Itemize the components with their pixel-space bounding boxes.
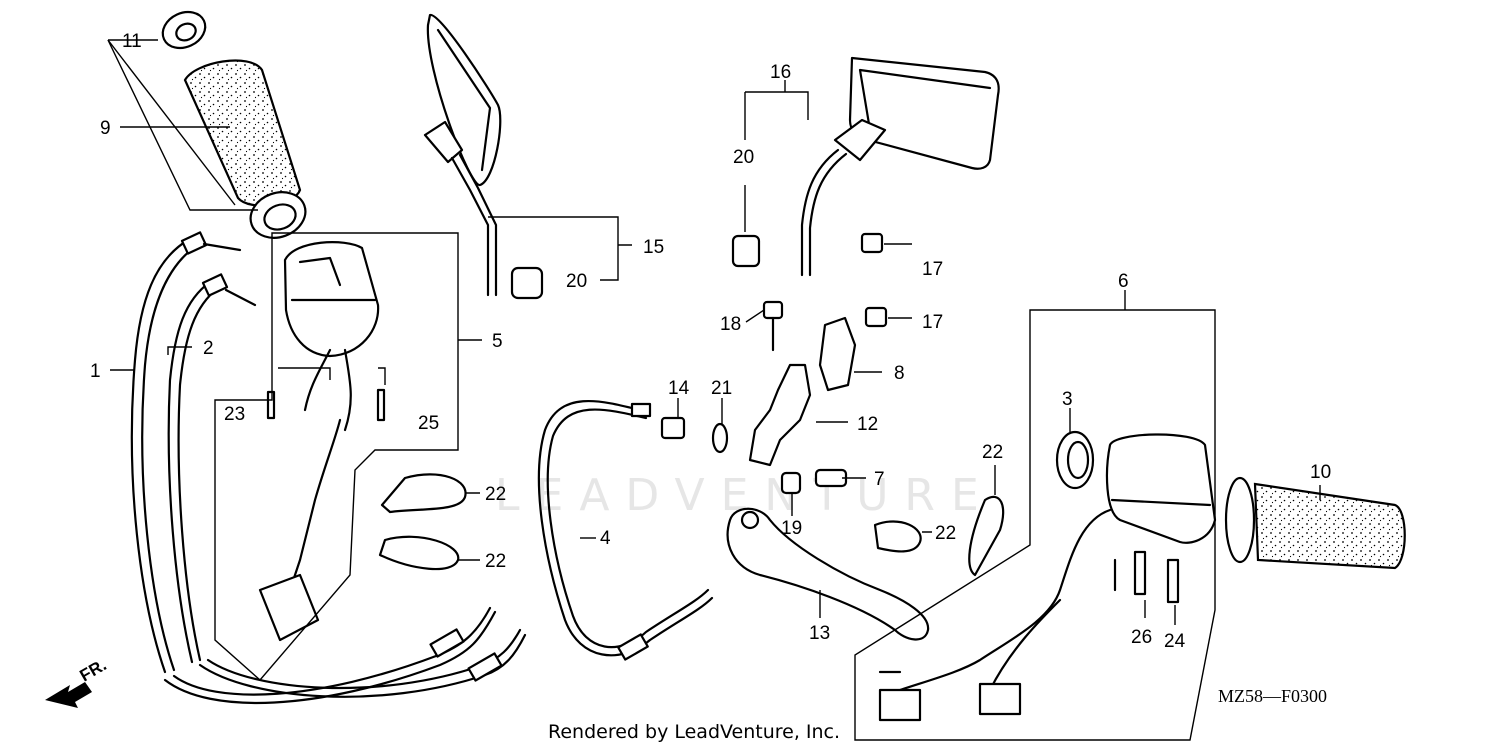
left-switch-housing-part <box>258 241 386 642</box>
callout-22-b: 22 <box>485 551 506 572</box>
front-direction-arrow: FR. <box>45 655 110 708</box>
callout-2: 2 <box>203 338 214 359</box>
right-mirror-part <box>731 56 1000 277</box>
leader-lines <box>107 39 1321 741</box>
callout-3: 3 <box>1062 389 1073 410</box>
callout-1: 1 <box>90 361 101 382</box>
callout-13: 13 <box>809 623 830 644</box>
callout-24: 24 <box>1164 631 1186 652</box>
left-grip-part <box>161 10 307 239</box>
callout-22-d: 22 <box>982 442 1003 463</box>
callout-14: 14 <box>668 378 690 399</box>
callout-5: 5 <box>492 331 503 352</box>
throttle-cables-part <box>130 231 527 705</box>
callout-22-a: 22 <box>485 484 506 505</box>
callout-16: 16 <box>770 62 791 83</box>
clutch-lever-part <box>726 507 930 641</box>
callout-9: 9 <box>100 118 111 139</box>
callout-17-upper: 17 <box>922 259 943 280</box>
callout-20-right: 20 <box>733 147 754 168</box>
callout-23: 23 <box>224 404 245 425</box>
clutch-cable-part <box>537 400 714 661</box>
lever-bracket-part <box>660 232 888 495</box>
cable-clips-part <box>378 473 1005 577</box>
callout-15: 15 <box>643 237 664 258</box>
right-grip-part <box>1224 476 1406 570</box>
callout-17-lower: 17 <box>922 312 943 333</box>
callout-labels: 11 9 1 2 5 15 20 16 20 17 17 18 8 14 21 … <box>90 31 1331 652</box>
callout-25: 25 <box>418 413 439 434</box>
callout-8: 8 <box>894 363 905 384</box>
credit-line: Rendered by LeadVenture, Inc. <box>548 721 840 743</box>
callout-18: 18 <box>720 314 741 335</box>
callout-10: 10 <box>1310 462 1331 483</box>
callout-6: 6 <box>1118 271 1129 292</box>
callout-19: 19 <box>781 518 802 539</box>
callout-21: 21 <box>711 378 732 399</box>
callout-7: 7 <box>874 469 885 490</box>
callout-22-c: 22 <box>935 523 956 544</box>
callout-4: 4 <box>600 528 611 549</box>
callout-20-left: 20 <box>566 271 587 292</box>
left-mirror-part <box>423 13 544 300</box>
front-marker-label: FR. <box>77 655 110 685</box>
right-switch-housing-part <box>878 430 1217 722</box>
callout-26: 26 <box>1131 627 1152 648</box>
callout-12: 12 <box>857 414 878 435</box>
diagram-code: MZ58—F0300 <box>1218 686 1327 706</box>
callout-11: 11 <box>122 31 142 52</box>
